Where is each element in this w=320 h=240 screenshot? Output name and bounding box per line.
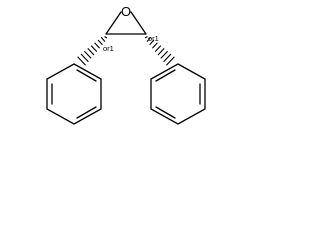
epoxide-bond-o-c3 <box>130 11 147 35</box>
stereo-label-right: or1 <box>148 34 159 43</box>
phenyl-ring-right <box>150 63 206 125</box>
phenyl-ring-left <box>46 63 102 125</box>
hashed-wedge-bond-right <box>144 36 175 66</box>
stereo-label-left: or1 <box>103 44 114 53</box>
molecular-structure: O or1 or1 <box>46 4 206 125</box>
hashed-wedge-bond-left <box>77 36 108 66</box>
oxygen-atom-label: O <box>121 4 131 19</box>
epoxide-bond-c2-o <box>105 11 122 35</box>
